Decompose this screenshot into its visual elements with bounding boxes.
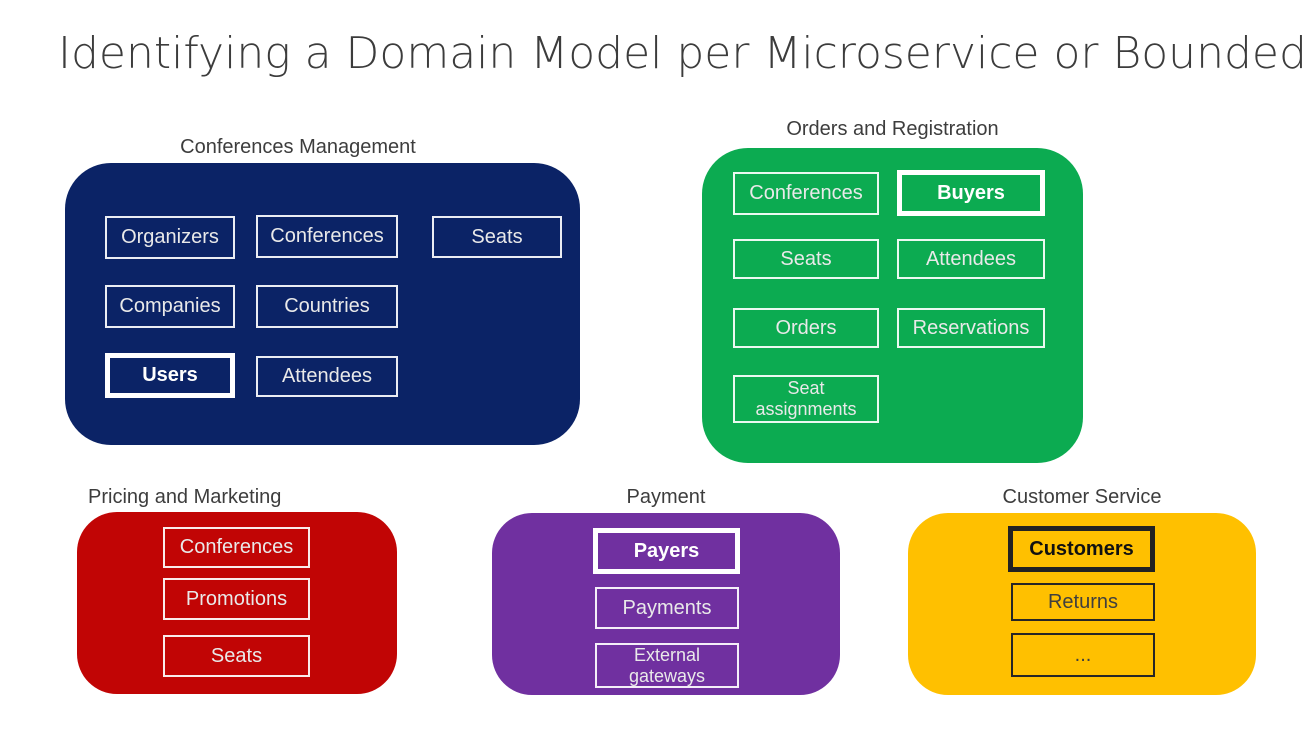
context-label-customer-service: Customer Service [1002,486,1162,508]
entity-reservations: Reservations [897,308,1045,348]
entity-seats: Seats [432,216,562,258]
bounded-context-customer-service: Customers Returns ... [908,513,1256,695]
entity-orders: Orders [733,308,879,348]
bounded-context-payment: Payers Payments External gateways [492,513,840,695]
entity-companies: Companies [105,285,235,328]
entity-seats: Seats [733,239,879,279]
context-label-pricing-and-marketing: Pricing and Marketing [88,486,282,508]
context-label-conferences-management: Conferences Management [180,136,416,158]
entity-users-highlighted: Users [105,353,235,398]
entity-attendees: Attendees [256,356,398,397]
entity-conferences: Conferences [733,172,879,215]
entity-customers-highlighted: Customers [1008,526,1155,572]
entity-payers-highlighted: Payers [593,528,740,574]
entity-organizers: Organizers [105,216,235,259]
entity-buyers-highlighted: Buyers [897,170,1045,216]
bounded-context-pricing-and-marketing: Conferences Promotions Seats [77,512,397,694]
entity-conferences: Conferences [256,215,398,258]
entity-attendees: Attendees [897,239,1045,279]
bounded-context-orders-and-registration: Conferences Buyers Seats Attendees Order… [702,148,1083,463]
entity-conferences: Conferences [163,527,310,568]
entity-returns: Returns [1011,583,1155,621]
entity-seats: Seats [163,635,310,677]
entity-countries: Countries [256,285,398,328]
entity-external-gateways: External gateways [595,643,739,688]
entity-seat-assignments: Seat assignments [733,375,879,423]
entity-payments: Payments [595,587,739,629]
context-label-orders-and-registration: Orders and Registration [786,118,999,140]
page-title: Identifying a Domain Model per Microserv… [58,28,1306,79]
bounded-context-conferences-management: Organizers Conferences Seats Companies C… [65,163,580,445]
entity-promotions: Promotions [163,578,310,620]
entity-ellipsis: ... [1011,633,1155,677]
context-label-payment: Payment [626,486,706,508]
